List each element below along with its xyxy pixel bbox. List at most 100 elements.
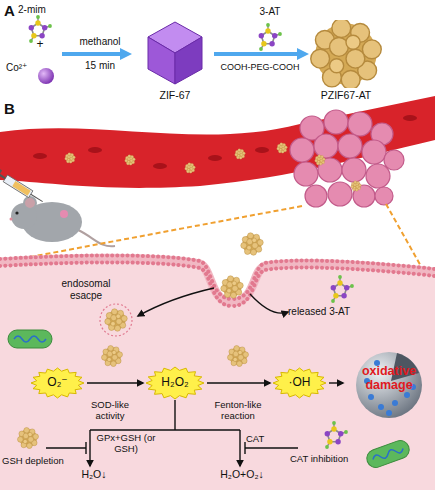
blood-vessel (153, 163, 167, 169)
reagent-name: Co²⁺ (6, 62, 36, 74)
nanoparticle-shape (311, 20, 382, 88)
mouse (10, 197, 116, 246)
mitochondrion (364, 438, 412, 470)
syringe (0, 170, 1, 178)
blood-vessel (208, 155, 222, 161)
process-text: SOD-like activity (80, 400, 140, 422)
nanoparticle (241, 233, 264, 256)
reagent-name: 2-mim (18, 4, 58, 16)
reaction-arrow (62, 54, 126, 55)
mitochondrion (8, 330, 412, 470)
node-text: oxidative damage (349, 365, 429, 393)
nanoparticle-shape (305, 20, 387, 88)
tumor-cluster (338, 134, 362, 158)
triazole-molecule (331, 275, 354, 303)
tumor-cluster (290, 110, 404, 207)
tumor-cluster (324, 110, 348, 134)
tumor-cluster (305, 185, 327, 207)
mitochondrion (364, 438, 412, 470)
node-text: ·OH (262, 376, 337, 389)
blood-vessel (235, 149, 246, 160)
reaction-arrow (62, 52, 126, 56)
tumor-cluster (362, 140, 386, 164)
syringe (0, 174, 5, 178)
blood-vessel (88, 147, 102, 153)
nanoparticle-shape (175, 37, 202, 84)
mitochondrion (8, 330, 52, 348)
triazole-molecule (259, 23, 282, 51)
branch-arrow (174, 400, 175, 430)
inhibition-line (85, 442, 86, 454)
nanoparticle (221, 276, 244, 299)
branch-arrow (239, 430, 240, 466)
tumor-cluster (315, 155, 326, 166)
syringe (12, 181, 30, 196)
blood-vessel (33, 153, 47, 159)
tumor-cluster (375, 187, 393, 205)
cell (0, 262, 435, 306)
panel-letter: B (4, 100, 24, 117)
tumor-cluster (384, 150, 404, 170)
blood-vessel (125, 155, 136, 166)
enzyme-text: CAT (246, 434, 276, 445)
cobalt-ion (38, 68, 54, 84)
tumor-cluster (314, 134, 338, 158)
blood-vessel (185, 163, 196, 174)
species-node: H₂O₂ (145, 366, 205, 400)
syringe (31, 194, 43, 201)
mitochondrion (372, 446, 404, 463)
process-text: Fenton-like reaction (206, 400, 270, 422)
reagent-name: 3-AT (254, 6, 286, 18)
tumor-cluster (328, 182, 352, 206)
node-text: PZIF67-AT (295, 90, 397, 102)
tumor-cluster (351, 181, 362, 192)
inhibition-text: GSH depletion (2, 456, 82, 467)
blood-vessel (65, 153, 76, 164)
triazole-molecule (325, 275, 354, 449)
tumor-cluster (342, 158, 366, 182)
nanoparticle (228, 346, 249, 367)
syringe (3, 175, 33, 198)
synthesis-arrow (214, 52, 303, 56)
plus-sign: + (33, 38, 47, 52)
damaged-cell-sphere (378, 404, 384, 410)
mouse (15, 211, 18, 214)
enzyme-text: GPx+GSH (or GSH) (94, 433, 158, 455)
nanoparticle (18, 428, 39, 449)
product-text: H₂O+O₂↓ (204, 468, 280, 480)
reaction-arrow (87, 382, 143, 383)
zoom-lines (386, 204, 422, 268)
process-arrow (250, 294, 288, 313)
mouse (24, 197, 36, 209)
tumor-cluster (348, 112, 372, 136)
reagent-name: COOH-PEG-COOH (212, 62, 308, 72)
product-text: H₂O↓ (72, 468, 116, 480)
damaged-cell-sphere (368, 394, 374, 400)
blood-vessel (403, 115, 417, 121)
blood-vessel (277, 143, 288, 154)
inhibition-text: CAT inhibition (290, 454, 370, 465)
cobalt-ion (38, 68, 54, 84)
tumor-cluster (290, 138, 314, 162)
cell (0, 258, 435, 490)
damaged-cell-sphere (404, 392, 410, 398)
zoom-lines (14, 206, 302, 260)
cell (0, 255, 435, 490)
inhibition-line (244, 442, 245, 454)
branch-arrow (89, 430, 90, 466)
blood-vessel (255, 147, 269, 153)
nanoparticle (100, 304, 132, 336)
damaged-cell-sphere (392, 400, 398, 406)
reaction-arrow (329, 382, 343, 383)
nanoparticle (105, 309, 128, 332)
species-node: O₂⁻ (30, 367, 85, 399)
condition-text: 15 min (70, 60, 130, 72)
mouse (10, 218, 13, 221)
mitochondrion (14, 336, 46, 342)
condition-text: methanol (70, 36, 130, 48)
node-text: H₂O₂ (135, 376, 215, 389)
nanoparticle-shape (138, 20, 212, 88)
process-text: released 3-AT (288, 306, 372, 318)
nanoparticle (102, 346, 123, 367)
material-node: ZIF-67 (138, 20, 212, 108)
